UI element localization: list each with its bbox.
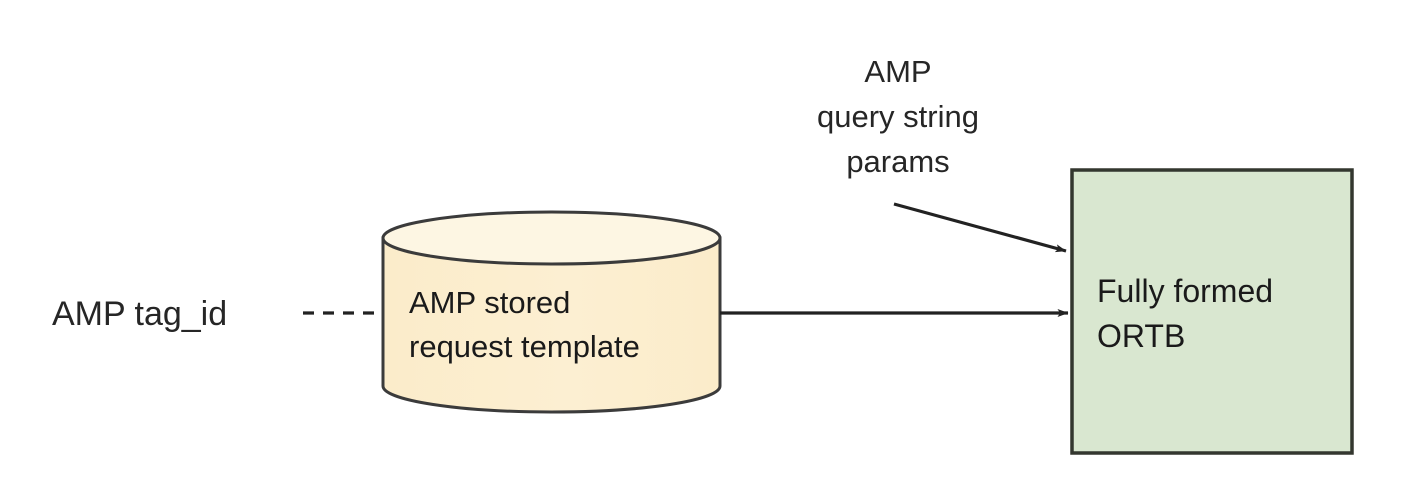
ortb-box-rect bbox=[1070, 168, 1354, 455]
node-amp-tag-id: AMP tag_id bbox=[52, 295, 227, 333]
ortb-label-line2: ORTB bbox=[1097, 318, 1185, 354]
ortb-label-line1: Fully formed bbox=[1097, 273, 1273, 309]
query-params-label-line3: params bbox=[846, 144, 949, 179]
edge-params-to-ortb bbox=[893, 202, 1067, 253]
node-amp-stored-request-template[interactable]: AMP stored request template bbox=[381, 210, 722, 414]
query-params-label-line2: query string bbox=[817, 99, 979, 134]
cylinder-top-ellipse bbox=[381, 210, 722, 266]
cylinder-label-line1: AMP stored bbox=[409, 285, 570, 320]
diagonal-connector-line bbox=[893, 202, 1067, 253]
amp-tag-id-label: AMP tag_id bbox=[52, 295, 227, 333]
node-amp-query-string-params: AMP query string params bbox=[817, 54, 979, 179]
cylinder-label-line2: request template bbox=[409, 329, 640, 364]
node-fully-formed-ortb[interactable]: Fully formed ORTB bbox=[1070, 168, 1354, 455]
query-params-label-line1: AMP bbox=[864, 54, 931, 89]
cylinder-body bbox=[381, 236, 722, 414]
